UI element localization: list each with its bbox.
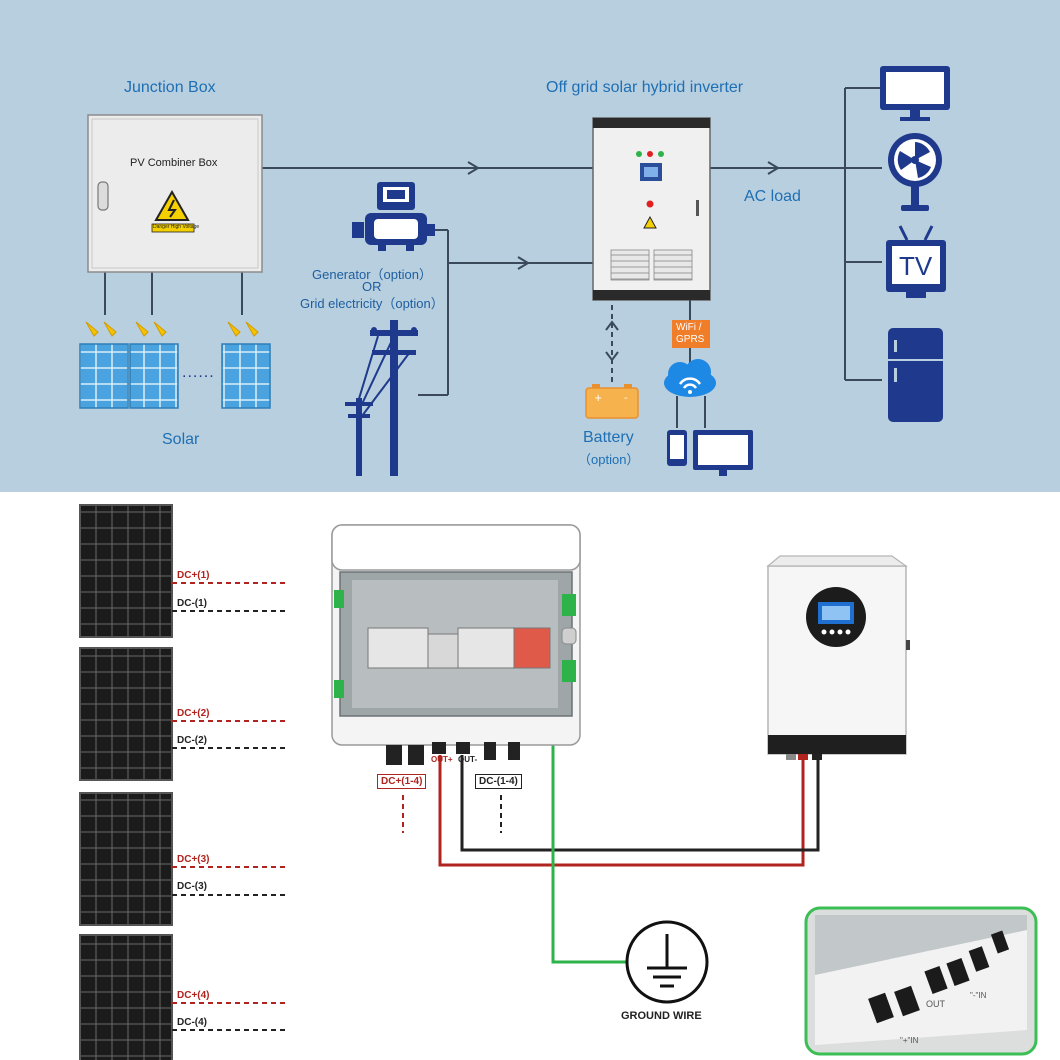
inset-plus-in-label: "+"IN	[900, 1036, 919, 1045]
wifi-label: WiFi /	[676, 322, 702, 333]
ac-load-label: AC load	[744, 188, 801, 205]
dc-plus-2-label: DC+(2)	[177, 708, 210, 719]
inset-out-label: OUT	[926, 999, 945, 1009]
ground-symbol-icon	[625, 920, 709, 1004]
smartphone-icon	[667, 430, 687, 466]
dc-combiner-box	[331, 524, 581, 765]
panel-ellipsis: ......	[182, 364, 215, 381]
svg-text:+: +	[594, 393, 602, 404]
dc-minus-3-label: DC-(3)	[177, 881, 207, 892]
solar-array-icon	[79, 321, 271, 409]
generator-icon	[352, 182, 435, 251]
dc-plus-bus-label: DC+(1-4)	[377, 774, 427, 789]
generator-label: Generator（option）	[312, 267, 432, 282]
inverter-title: Off grid solar hybrid inverter	[546, 79, 744, 96]
dc-plus-4-label: DC+(4)	[177, 990, 210, 1001]
battery-link-arrow	[605, 305, 619, 383]
junction-box-title: Junction Box	[124, 79, 216, 96]
connector-inset-photo	[804, 906, 1038, 1056]
dc-minus-4-label: DC-(4)	[177, 1017, 207, 1028]
out-plus-label: OUT+	[431, 755, 453, 764]
tv-load-icon	[886, 225, 946, 298]
gprs-label: GPRS	[676, 334, 705, 345]
warning-sticker-text: Danger High Voltage	[153, 224, 200, 230]
utility-pole-icon	[345, 320, 418, 476]
dc-plus-1-label: DC+(1)	[177, 570, 210, 581]
cloud-icon	[664, 359, 716, 428]
fan-load-icon	[888, 133, 942, 211]
monitor-load-icon	[880, 66, 950, 121]
solar-panel-4	[79, 934, 173, 1060]
ground-wire-label: GROUND WIRE	[621, 1010, 702, 1022]
or-label: OR	[362, 279, 382, 294]
battery-option-label: （option）	[578, 452, 640, 467]
dc-minus-bus-label: DC-(1-4)	[475, 774, 522, 789]
solar-panel-2	[79, 647, 173, 781]
dc-minus-1-label: DC-(1)	[177, 598, 207, 609]
wifi-gprs-module	[672, 300, 710, 368]
refrigerator-load-icon	[888, 328, 943, 422]
hybrid-inverter-cabinet	[592, 117, 711, 301]
inset-minus-in-label: "-"IN	[970, 991, 987, 1000]
off-grid-inverter	[766, 555, 910, 760]
svg-text:-: -	[624, 393, 628, 404]
dc-plus-3-label: DC+(3)	[177, 854, 210, 865]
combiner-box-label: PV Combiner Box	[130, 157, 218, 169]
desktop-monitor-icon	[693, 430, 753, 476]
grid-electricity-label: Grid electricity（option）	[300, 296, 444, 311]
solar-panel-1	[79, 504, 173, 638]
panel-output-lines	[172, 582, 502, 1031]
solar-panel-3	[79, 792, 173, 926]
solar-label: Solar	[162, 431, 200, 448]
output-wires	[438, 745, 820, 964]
battery-icon: + -	[585, 384, 639, 419]
tv-screen-text: TV	[899, 251, 933, 281]
out-minus-label: OUT-	[458, 755, 478, 764]
pv-combiner-box	[87, 114, 263, 273]
battery-label: Battery	[583, 429, 634, 446]
dc-minus-2-label: DC-(2)	[177, 735, 207, 746]
